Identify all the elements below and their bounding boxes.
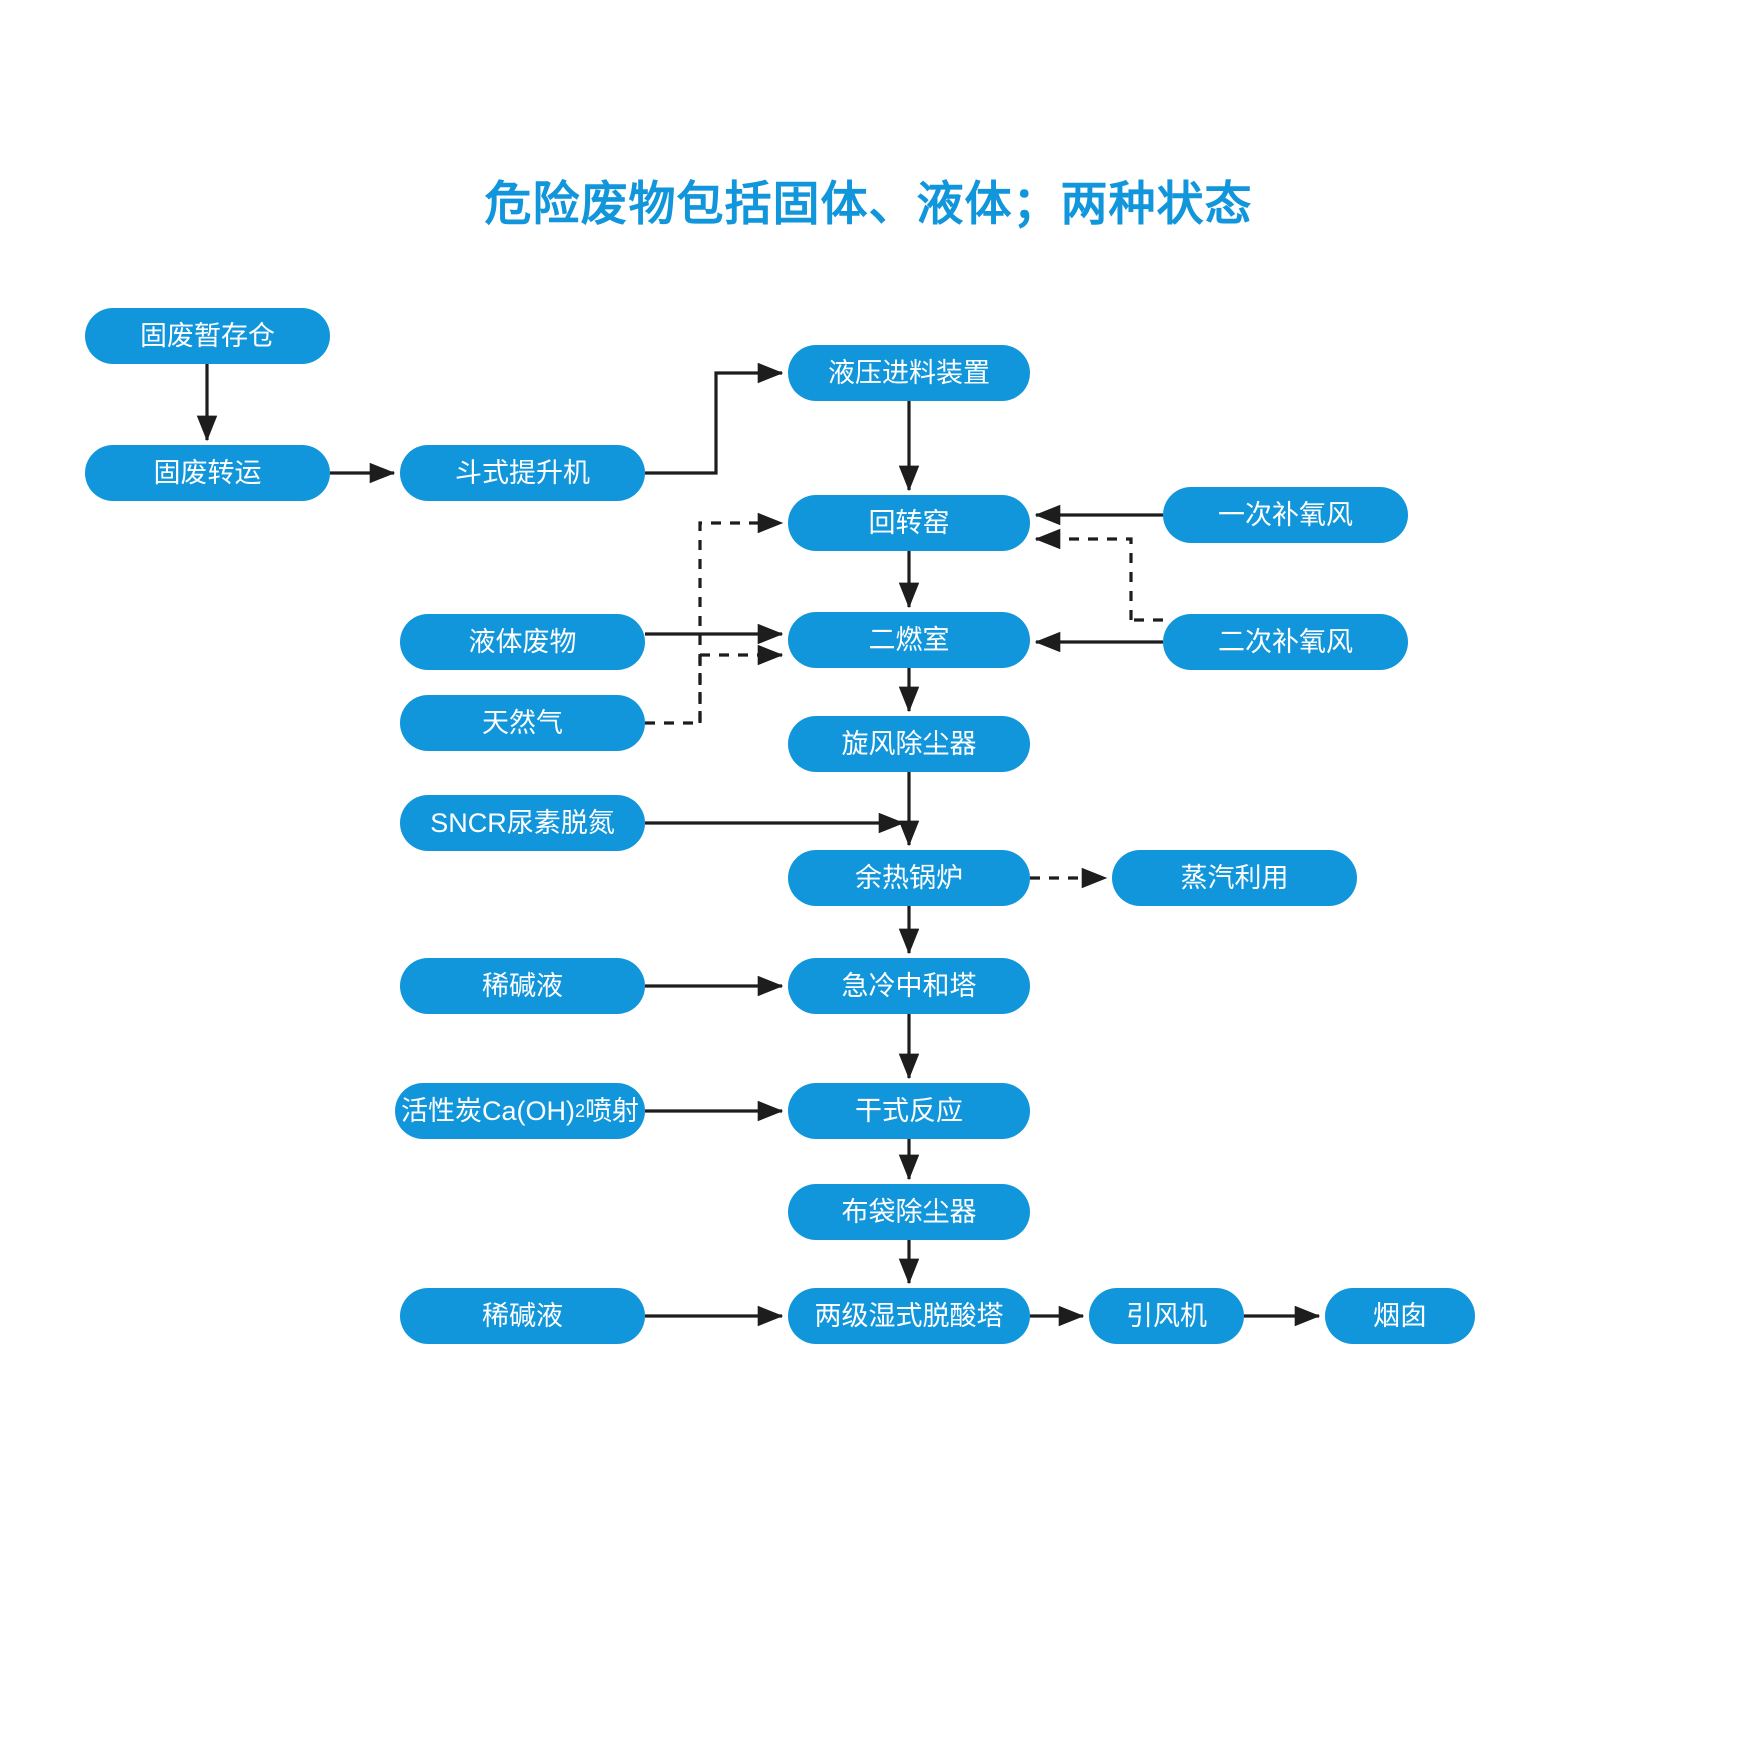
- node-waste-heat-boiler[interactable]: 余热锅炉: [788, 850, 1030, 906]
- edge-n10-n5: [645, 512, 784, 725]
- node-quench-neutralize-tower[interactable]: 急冷中和塔: [788, 958, 1030, 1014]
- node-hydraulic-feeder[interactable]: 液压进料装置: [788, 345, 1030, 401]
- node-primary-oxygen-air[interactable]: 一次补氧风: [1163, 487, 1408, 543]
- subscript-2: 2: [574, 1101, 585, 1121]
- node-rotary-kiln[interactable]: 回转窑: [788, 495, 1030, 551]
- edge-n9-n5-dashed: [1034, 528, 1133, 620]
- node-secondary-oxygen-air[interactable]: 二次补氧风: [1163, 614, 1408, 670]
- node-natural-gas[interactable]: 天然气: [400, 695, 645, 751]
- node-dilute-alkali-1[interactable]: 稀碱液: [400, 958, 645, 1014]
- node-cyclone-dust-collector[interactable]: 旋风除尘器: [788, 716, 1030, 772]
- node-solid-waste-transfer[interactable]: 固废转运: [85, 445, 330, 501]
- edge-n3-n4: [645, 362, 784, 475]
- node-bag-filter[interactable]: 布袋除尘器: [788, 1184, 1030, 1240]
- node-secondary-chamber[interactable]: 二燃室: [788, 612, 1030, 668]
- node-two-stage-wet-deacid-tower[interactable]: 两级湿式脱酸塔: [788, 1288, 1030, 1344]
- node-induced-draft-fan[interactable]: 引风机: [1089, 1288, 1244, 1344]
- node-solid-waste-storage[interactable]: 固废暂存仓: [85, 308, 330, 364]
- node-dilute-alkali-2[interactable]: 稀碱液: [400, 1288, 645, 1344]
- node-liquid-waste[interactable]: 液体废物: [400, 614, 645, 670]
- node-dry-reaction[interactable]: 干式反应: [788, 1083, 1030, 1139]
- node-steam-utilization[interactable]: 蒸汽利用: [1112, 850, 1357, 906]
- node-sncr-urea-denitration[interactable]: SNCR尿素脱氮: [400, 795, 645, 851]
- node-bucket-elevator[interactable]: 斗式提升机: [400, 445, 645, 501]
- page-title: 危险废物包括固体、液体；两种状态: [484, 177, 1253, 230]
- node-chimney[interactable]: 烟囱: [1325, 1288, 1475, 1344]
